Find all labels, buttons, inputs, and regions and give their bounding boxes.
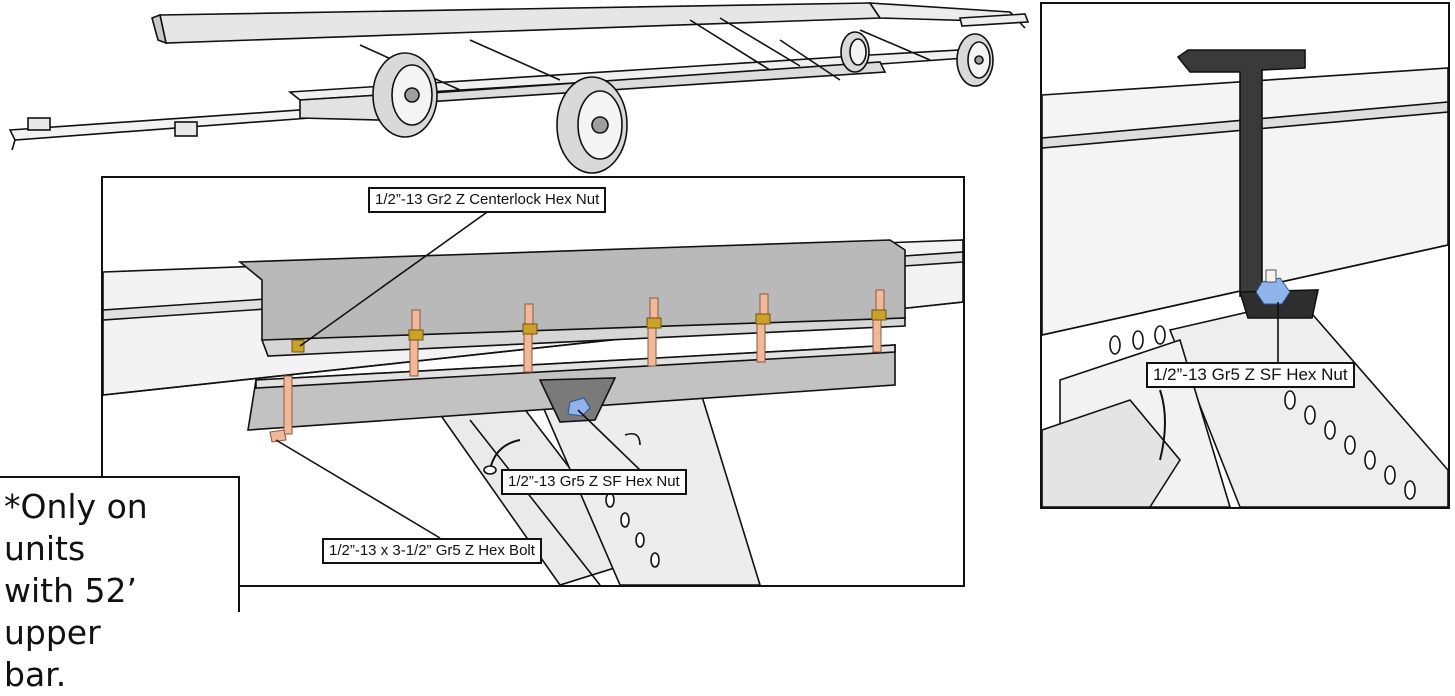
trailer-tongue	[8, 109, 313, 141]
note-52ft-upper-bar: *Only on units with 52’ upper bar.	[0, 476, 240, 694]
detail-center	[102, 239, 964, 586]
wheel-rear	[956, 33, 994, 87]
wheel-mid	[840, 31, 870, 73]
sf-nut-center	[567, 397, 591, 417]
note-line-3: bar.	[4, 655, 67, 694]
sf-nut-right	[1255, 277, 1291, 305]
leader-lines-center	[275, 209, 641, 539]
hold-down-bracket	[1176, 49, 1306, 297]
callout-hex-bolt: 1/2”-13 x 3-1/2” Gr5 Z Hex Bolt	[322, 538, 542, 564]
upper-bar	[159, 2, 882, 44]
wheel-center	[556, 76, 628, 174]
trailer-overview	[8, 2, 1030, 174]
callout-sf-hex-nut-center: 1/2”-13 Gr5 Z SF Hex Nut	[501, 469, 687, 495]
note-line-2: with 52’ upper	[4, 571, 137, 652]
centerlock-nuts	[291, 309, 887, 353]
callout-centerlock-hex-nut: 1/2”-13 Gr2 Z Centerlock Hex Nut	[368, 187, 607, 213]
callout-sf-hex-nut-right: 1/2”-13 Gr5 Z SF Hex Nut	[1146, 362, 1355, 388]
note-line-1: *Only on units	[4, 487, 148, 568]
wheel-left	[372, 52, 438, 138]
assembly-diagram	[8, 2, 1450, 587]
